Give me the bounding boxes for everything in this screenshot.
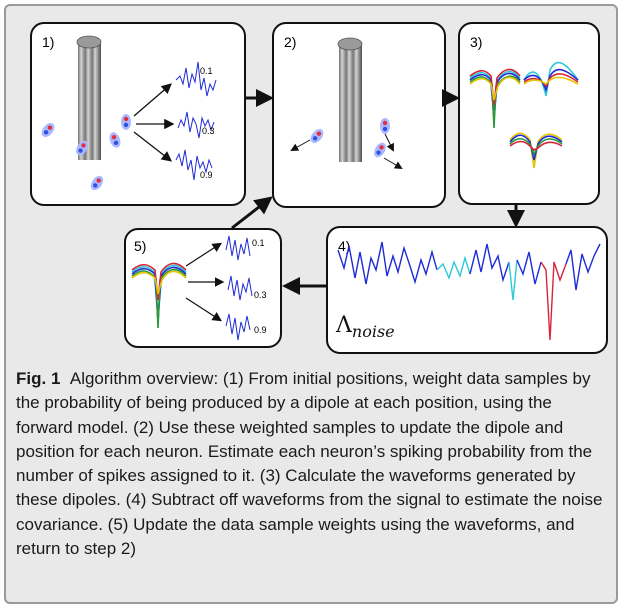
panel-3-label: 3): [470, 34, 483, 50]
waveform-trace: [175, 149, 213, 181]
panel-1-label: 1): [42, 34, 55, 50]
panel-3: 3): [458, 22, 600, 205]
noise-trace: [337, 241, 601, 341]
dipole-icon: [310, 118, 390, 158]
waveform-template: [131, 262, 187, 329]
waveform-trace: [225, 235, 251, 261]
panel-5: 5): [124, 228, 282, 348]
dipole-icon: [41, 114, 131, 191]
panel-4: 4): [326, 226, 608, 354]
figure-caption: Fig. 1 Algorithm overview: (1) From init…: [16, 367, 612, 561]
panel-5-label: 5): [134, 238, 147, 254]
panel-4-label: 4): [338, 238, 351, 254]
waveform-trace: [225, 313, 251, 341]
weight-label: 0.9: [254, 325, 267, 335]
weight-label: 0.3: [254, 290, 267, 300]
weight-label: 0.1: [252, 238, 265, 248]
weight-label: 0.1: [200, 66, 213, 76]
noise-label: Λnoise: [335, 313, 395, 341]
weight-label: 0.9: [200, 170, 213, 180]
waveform-trace: [175, 61, 217, 97]
flow-arrow: [231, 89, 525, 295]
electrode-icon: [337, 37, 363, 162]
panel-1: 1): [30, 22, 246, 206]
panel-2-label: 2): [284, 34, 297, 50]
waveform-trace: [177, 111, 215, 139]
caption-text: Algorithm overview: (1) From initial pos…: [16, 369, 603, 559]
electrode-icon: [76, 35, 102, 160]
waveform-trace: [227, 275, 253, 301]
figure-label: Fig. 1: [16, 369, 61, 388]
weight-label: 0.3: [202, 126, 215, 136]
waveform-template: [469, 61, 579, 169]
